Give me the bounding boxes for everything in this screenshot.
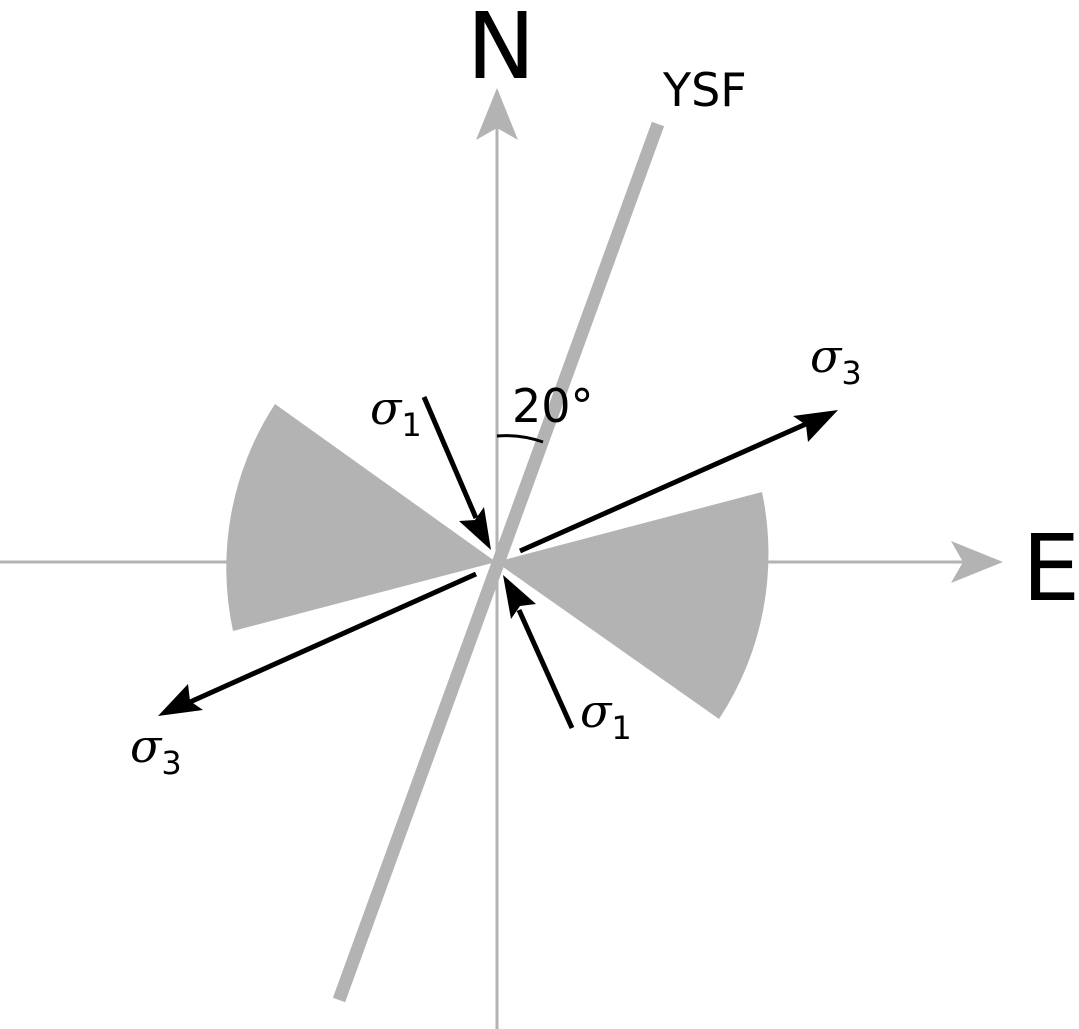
sigma3-upper-label: σ3 bbox=[810, 329, 862, 392]
north-label: N bbox=[467, 0, 536, 100]
sigma1-upper-symbol: σ bbox=[370, 381, 403, 435]
sigma3-upper-arrowhead bbox=[793, 410, 838, 442]
sigma3-lower-subscript: 3 bbox=[161, 744, 181, 782]
sigma3-upper-subscript: 3 bbox=[841, 354, 861, 392]
left-sector bbox=[226, 404, 497, 631]
angle-label: 20° bbox=[512, 379, 594, 433]
east-label: E bbox=[1022, 515, 1079, 622]
sigma1-lower-subscript: 1 bbox=[611, 709, 631, 747]
sigma1-lower-arrowhead bbox=[503, 575, 536, 619]
east-arrowhead bbox=[951, 541, 1003, 583]
sigma3-lower-arrowhead bbox=[158, 684, 203, 716]
fault-line bbox=[332, 121, 665, 1003]
sigma3-upper-symbol: σ bbox=[810, 329, 843, 383]
fault-label: YSF bbox=[662, 63, 747, 117]
sigma1-upper-arrow bbox=[421, 396, 479, 519]
sigma3-lower-label: σ3 bbox=[130, 719, 182, 782]
sigma1-upper-arrowhead bbox=[459, 507, 491, 550]
sigma1-lower-symbol: σ bbox=[580, 684, 613, 738]
sigma3-lower-symbol: σ bbox=[130, 719, 163, 773]
sigma1-lower-arrow bbox=[516, 608, 575, 730]
sigma3-lower-arrow bbox=[188, 571, 478, 705]
sigma1-upper-subscript: 1 bbox=[401, 406, 421, 444]
sigma1-lower-label: σ1 bbox=[580, 684, 632, 747]
right-sector bbox=[496, 492, 769, 719]
sigma3-upper-arrow bbox=[518, 421, 808, 554]
angle-arc bbox=[496, 434, 544, 444]
north-arrowhead bbox=[476, 88, 518, 140]
sigma1-upper-label: σ1 bbox=[370, 381, 422, 444]
